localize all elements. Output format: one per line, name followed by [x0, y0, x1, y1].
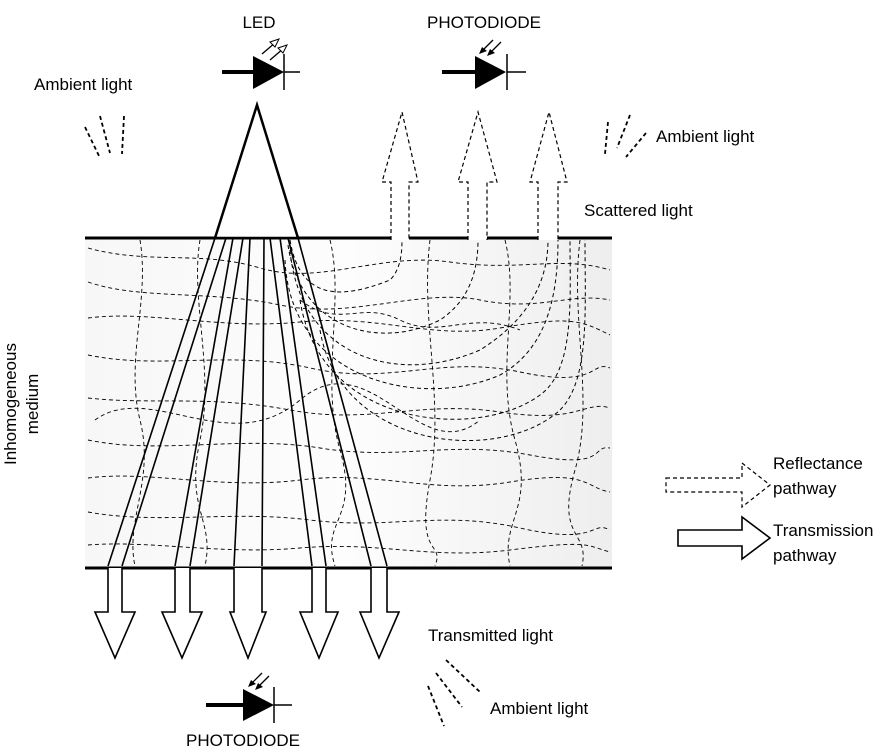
scattering-paths — [87, 239, 611, 567]
transmission-arrow-icon — [677, 515, 772, 561]
photodiode-icon — [206, 672, 292, 723]
legend-transmission-line2: pathway — [773, 546, 837, 565]
transmitted-arrows — [93, 568, 401, 661]
legend-reflectance-line2: pathway — [773, 479, 837, 498]
transmission-beams — [107, 237, 388, 567]
ambient-light-bottom-label: Ambient light — [490, 699, 589, 718]
legend-reflectance-line1: Reflectance — [773, 454, 863, 473]
medium-region — [85, 238, 612, 568]
ambient-light-top-left-label: Ambient light — [34, 75, 133, 94]
reflectance-arrows — [381, 109, 568, 240]
photodiode-bottom-label: PHOTODIODE — [186, 731, 300, 750]
ambient-light-icon — [84, 115, 125, 159]
photodiode-top-label: PHOTODIODE — [427, 13, 541, 32]
scattered-curves — [284, 239, 586, 442]
ambient-light-top-right-label: Ambient light — [656, 127, 755, 146]
legend-transmission-line1: Transmission — [773, 521, 873, 540]
medium-label-line2: medium — [23, 374, 42, 434]
led-icon — [222, 38, 300, 90]
medium-label-line1: Inhomogeneous — [1, 343, 20, 465]
scattered-light-label: Scattered light — [584, 201, 693, 220]
transmitted-light-label: Transmitted light — [428, 626, 553, 645]
ambient-light-icon — [604, 114, 647, 158]
led-label: LED — [242, 13, 275, 32]
ambient-light-icon — [427, 659, 481, 727]
photodiode-icon — [442, 39, 526, 90]
led-light-cone — [213, 100, 300, 240]
reflectance-arrow-icon — [665, 461, 771, 509]
